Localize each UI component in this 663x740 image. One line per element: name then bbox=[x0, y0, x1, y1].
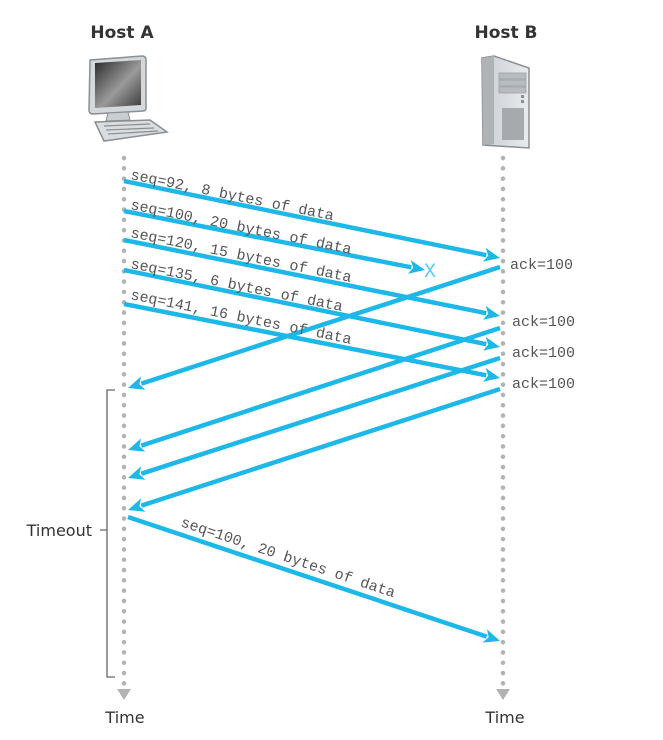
segment-arrow-shaft bbox=[123, 301, 487, 378]
ack-arrow-shaft bbox=[140, 264, 501, 386]
host-a-time-label: Time bbox=[104, 708, 144, 727]
segment-arrow-shaft bbox=[123, 178, 487, 258]
ack-label: ack=100 bbox=[512, 345, 575, 362]
retransmission-arrow-shaft bbox=[127, 514, 488, 639]
host-a-time-arrowhead bbox=[117, 689, 131, 700]
segment-arrow-head bbox=[482, 336, 500, 351]
retransmission-label: seq=100, 20 bytes of data bbox=[178, 515, 397, 603]
segment-arrow-lost-head bbox=[407, 260, 425, 274]
timeout-label: Timeout bbox=[26, 521, 92, 540]
timeout-bracket bbox=[100, 389, 115, 678]
desktop-computer-icon bbox=[88, 55, 169, 142]
ack-label: ack=100 bbox=[510, 257, 573, 274]
ack-arrow-shaft bbox=[140, 386, 501, 508]
ack-label: ack=100 bbox=[512, 376, 575, 393]
segment-arrow-head bbox=[482, 305, 500, 320]
segment-arrow-shaft bbox=[123, 237, 487, 316]
server-tower-icon bbox=[481, 55, 530, 149]
ack-arrow-shaft bbox=[140, 325, 501, 448]
segment-arrow-lost-shaft bbox=[123, 208, 412, 270]
ack-arrow-head bbox=[128, 438, 146, 452]
segment-arrow-head bbox=[482, 247, 500, 262]
retransmission-arrow-head bbox=[482, 629, 500, 643]
host-b-label: Host B bbox=[474, 23, 537, 43]
ack-arrow-head bbox=[128, 498, 146, 512]
segment-arrow-shaft bbox=[123, 267, 487, 347]
message-arrows bbox=[123, 178, 501, 643]
segment-lost-marker: X bbox=[424, 261, 436, 284]
ack-arrow-head bbox=[128, 466, 146, 480]
segment-arrow-head bbox=[482, 368, 500, 382]
host-b-time-arrowhead bbox=[496, 689, 510, 700]
ack-arrow-shaft bbox=[140, 355, 501, 476]
ack-label: ack=100 bbox=[512, 314, 575, 331]
host-b-time-label: Time bbox=[484, 708, 524, 727]
ack-arrow-head bbox=[128, 376, 146, 390]
host-a-label: Host A bbox=[90, 23, 154, 43]
